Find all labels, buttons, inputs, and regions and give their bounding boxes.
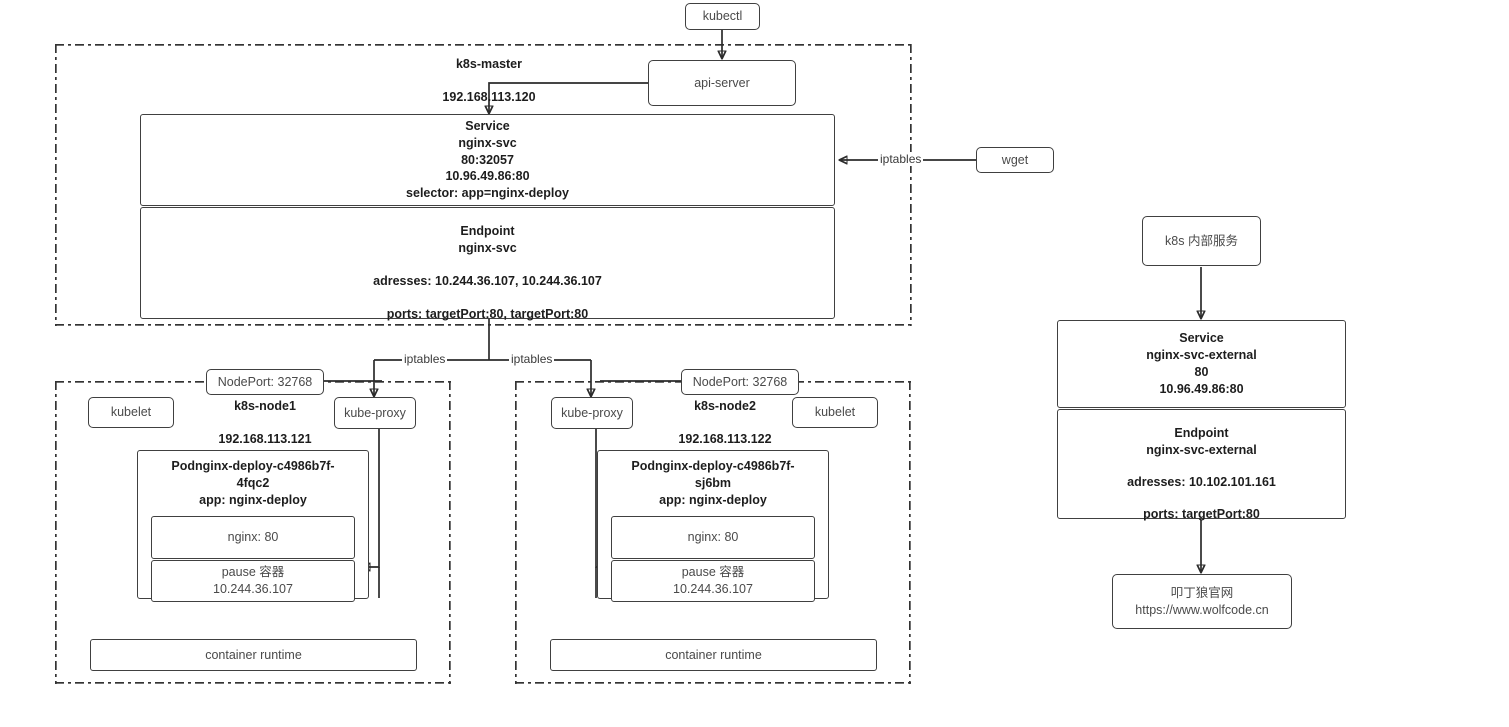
wget-box[interactable]: wget (976, 147, 1054, 173)
node1-pause-ip: 10.244.36.107 (213, 581, 293, 596)
node1-container-pause[interactable]: pause 容器 10.244.36.107 (151, 559, 355, 602)
api-server-label: api-server (694, 75, 750, 90)
external-service-name: nginx-svc-external (1146, 348, 1257, 363)
k8s-master-ip: 192.168.113.120 (442, 90, 536, 104)
node2-pod-app: app: nginx-deploy (659, 492, 767, 507)
node1-kube-proxy-label: kube-proxy (344, 405, 406, 420)
node2-container-nginx[interactable]: nginx: 80 (611, 515, 815, 559)
kubectl-label: kubectl (702, 9, 743, 24)
node2-kubelet-box[interactable]: kubelet (792, 397, 878, 428)
node2-container-pause[interactable]: pause 容器 10.244.36.107 (611, 559, 815, 602)
wolfcode-site-url: https://www.wolfcode.cn (1135, 602, 1269, 617)
node1-pod-name-line2: 4fqc2 (236, 475, 270, 490)
service-selector: selector: app=nginx-deploy (406, 186, 569, 201)
node2-pause-ip: 10.244.36.107 (673, 581, 753, 596)
service-ports: 80:32057 (461, 152, 514, 167)
node1-container-runtime-box[interactable]: container runtime (90, 639, 417, 671)
endpoint-addresses: adresses: 10.244.36.107, 10.244.36.107 (373, 273, 602, 288)
node2-pod-box[interactable]: Podnginx-deploy-c4986b7f- sj6bm app: ngi… (597, 450, 829, 602)
node2-container-runtime-box[interactable]: container runtime (550, 639, 877, 671)
service-cluster-ip: 10.96.49.86:80 (445, 169, 530, 184)
endpoint-ports: ports: targetPort:80, targetPort:80 (386, 306, 589, 321)
service-kind: Service (465, 118, 510, 133)
node1-pod-box[interactable]: Podnginx-deploy-c4986b7f- 4fqc2 app: ngi… (137, 450, 369, 602)
service-name: nginx-svc (458, 135, 517, 150)
iptables-label-node2: iptables (509, 352, 555, 366)
node1-kubelet-box[interactable]: kubelet (88, 397, 174, 428)
wolfcode-site-name: 叩丁狼官网 (1170, 585, 1234, 600)
node1-nodeport-box[interactable]: NodePort: 32768 (206, 369, 324, 395)
node2-kube-proxy-box[interactable]: kube-proxy (551, 397, 633, 429)
api-server-box[interactable]: api-server (648, 60, 796, 106)
node2-pause-name: pause 容器 (681, 564, 745, 579)
wget-label: wget (1001, 152, 1029, 167)
node1-pod-name-line1: Podnginx-deploy-c4986b7f- (171, 459, 335, 473)
node1-kube-proxy-box[interactable]: kube-proxy (334, 397, 416, 429)
node2-kube-proxy-label: kube-proxy (561, 405, 623, 420)
node2-pod-name-line2: sj6bm (694, 475, 732, 490)
node1-pause-name: pause 容器 (221, 564, 285, 579)
node2-caption: k8s-node2 192.168.113.122 (645, 398, 805, 448)
node2-nodeport-box[interactable]: NodePort: 32768 (681, 369, 799, 395)
k8s-internal-service-label: k8s 内部服务 (1165, 233, 1238, 248)
node1-ip: 192.168.113.121 (218, 432, 312, 446)
iptables-label-node1: iptables (402, 352, 448, 366)
node1-container-runtime-label: container runtime (205, 647, 302, 662)
node1-nodeport-label: NodePort: 32768 (217, 374, 313, 389)
external-service-port: 80 (1194, 365, 1209, 379)
node1-caption: k8s-node1 192.168.113.121 (185, 398, 345, 448)
node1-kubelet-label: kubelet (110, 405, 152, 420)
wolfcode-site-box[interactable]: 叩丁狼官网 https://www.wolfcode.cn (1112, 574, 1292, 629)
node1-container-nginx-label: nginx: 80 (227, 529, 279, 544)
k8s-internal-service-box[interactable]: k8s 内部服务 (1142, 216, 1261, 266)
external-endpoint-ports: ports: targetPort:80 (1143, 506, 1260, 521)
kubectl-box[interactable]: kubectl (685, 3, 760, 30)
node1-container-nginx[interactable]: nginx: 80 (151, 515, 355, 559)
external-service-box[interactable]: Service nginx-svc-external 80 10.96.49.8… (1057, 320, 1346, 408)
external-endpoint-box[interactable]: Endpoint nginx-svc-external adresses: 10… (1057, 409, 1346, 521)
endpoint-name: nginx-svc (458, 240, 517, 255)
external-endpoint-addresses: adresses: 10.102.101.161 (1127, 474, 1276, 489)
node2-container-runtime-label: container runtime (665, 647, 762, 662)
node1-name: k8s-node1 (234, 399, 296, 413)
node1-pod-app: app: nginx-deploy (199, 492, 307, 507)
external-endpoint-kind: Endpoint (1174, 426, 1229, 440)
endpoint-kind: Endpoint (460, 224, 515, 238)
node2-pod-name-line1: Podnginx-deploy-c4986b7f- (631, 459, 795, 473)
node2-nodeport-label: NodePort: 32768 (692, 374, 788, 389)
node2-container-nginx-label: nginx: 80 (687, 529, 739, 544)
endpoint-nginx-svc-box[interactable]: Endpoint nginx-svc adresses: 10.244.36.1… (140, 207, 835, 321)
node2-kubelet-label: kubelet (814, 405, 856, 420)
node2-ip: 192.168.113.122 (678, 432, 772, 446)
external-service-kind: Service (1179, 331, 1224, 346)
service-nginx-svc-box[interactable]: Service nginx-svc 80:32057 10.96.49.86:8… (140, 114, 835, 206)
k8s-master-caption: k8s-master 192.168.113.120 (399, 56, 579, 106)
external-endpoint-name: nginx-svc-external (1146, 442, 1257, 457)
node2-name: k8s-node2 (694, 399, 756, 413)
external-service-cluster-ip: 10.96.49.86:80 (1159, 381, 1244, 396)
iptables-label-right: iptables (878, 152, 924, 166)
k8s-master-name: k8s-master (455, 57, 522, 71)
